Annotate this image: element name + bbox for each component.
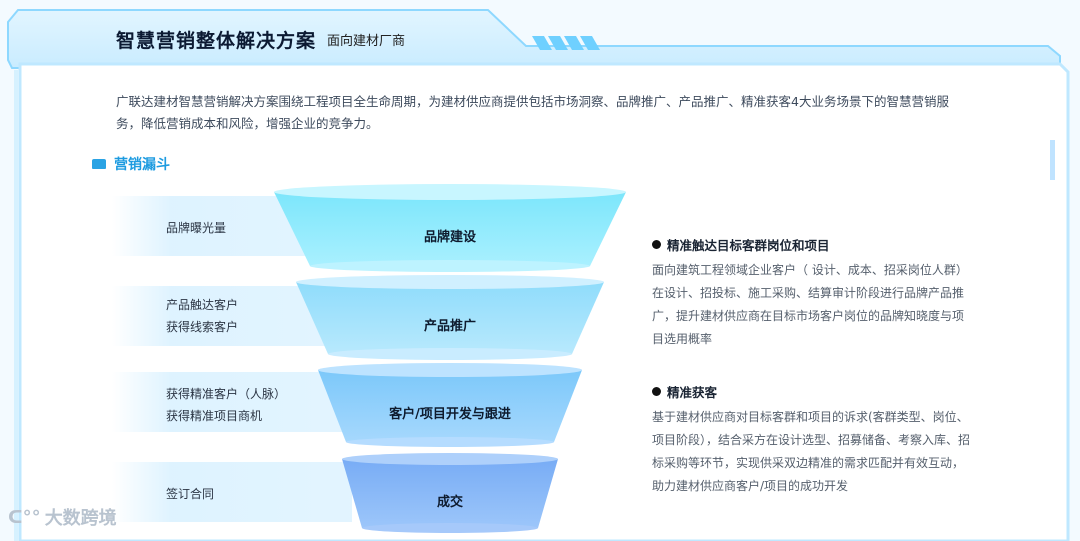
highlight-2-text: 基于建材供应商对目标客群和项目的诉求(客群类型、岗位、项目阶段），结合采方在设计…	[652, 410, 971, 493]
funnel-stage-4	[342, 453, 558, 533]
watermark-logo-icon: ᑕ°°	[8, 506, 41, 528]
highlight-1-title: 精准触达目标客群岗位和项目	[652, 235, 830, 254]
highlight-2-title-text: 精准获客	[667, 385, 718, 400]
section-header: 营销漏斗	[92, 154, 170, 174]
funnel-band-3	[112, 372, 352, 432]
bullet-dot-icon	[652, 387, 661, 396]
funnel-label-3: 客户/项目开发与跟进	[389, 407, 511, 422]
watermark-text: 大数跨境	[44, 508, 117, 529]
highlight-1-title-text: 精准触达目标客群岗位和项目	[667, 238, 830, 253]
header-stripes	[532, 36, 600, 50]
band-text-2a: 产品触达客户	[166, 298, 239, 312]
band-text-3b: 获得精准项目商机	[166, 409, 263, 423]
funnel-stage-3	[318, 363, 582, 447]
band-text-4a: 签订合同	[166, 487, 215, 501]
band-text-2b: 获得线索客户	[166, 320, 239, 334]
page-subtitle: 面向建材厂商	[327, 34, 406, 49]
highlight-1-text: 面向建筑工程领域企业客户（ 设计、成本、招采岗位人群）在设计、招投标、施工采购、…	[652, 263, 968, 346]
funnel-label-1: 品牌建设	[423, 230, 476, 245]
intro-paragraph: 广联达建材智慧营销解决方案围绕工程项目全生命周期，为建材供应商提供包括市场洞察、…	[116, 94, 949, 131]
band-text-3a: 获得精准客户（人脉）	[166, 387, 287, 401]
funnel-band-4	[112, 462, 352, 522]
funnel-stage-2	[296, 275, 604, 360]
marketing-funnel	[274, 184, 626, 533]
bullet-dot-icon	[652, 240, 661, 249]
funnel-label-2: 产品推广	[423, 319, 476, 334]
band-text-1a: 品牌曝光量	[166, 221, 227, 235]
watermark: ᑕ°° 大数跨境	[8, 504, 117, 530]
section-title: 营销漏斗	[114, 157, 170, 173]
funnel-stage-1	[274, 184, 626, 272]
folder-icon	[92, 159, 106, 169]
highlight-2-title: 精准获客	[652, 382, 717, 401]
funnel-label-4: 成交	[436, 495, 463, 510]
page-title: 智慧营销整体解决方案	[116, 30, 317, 52]
